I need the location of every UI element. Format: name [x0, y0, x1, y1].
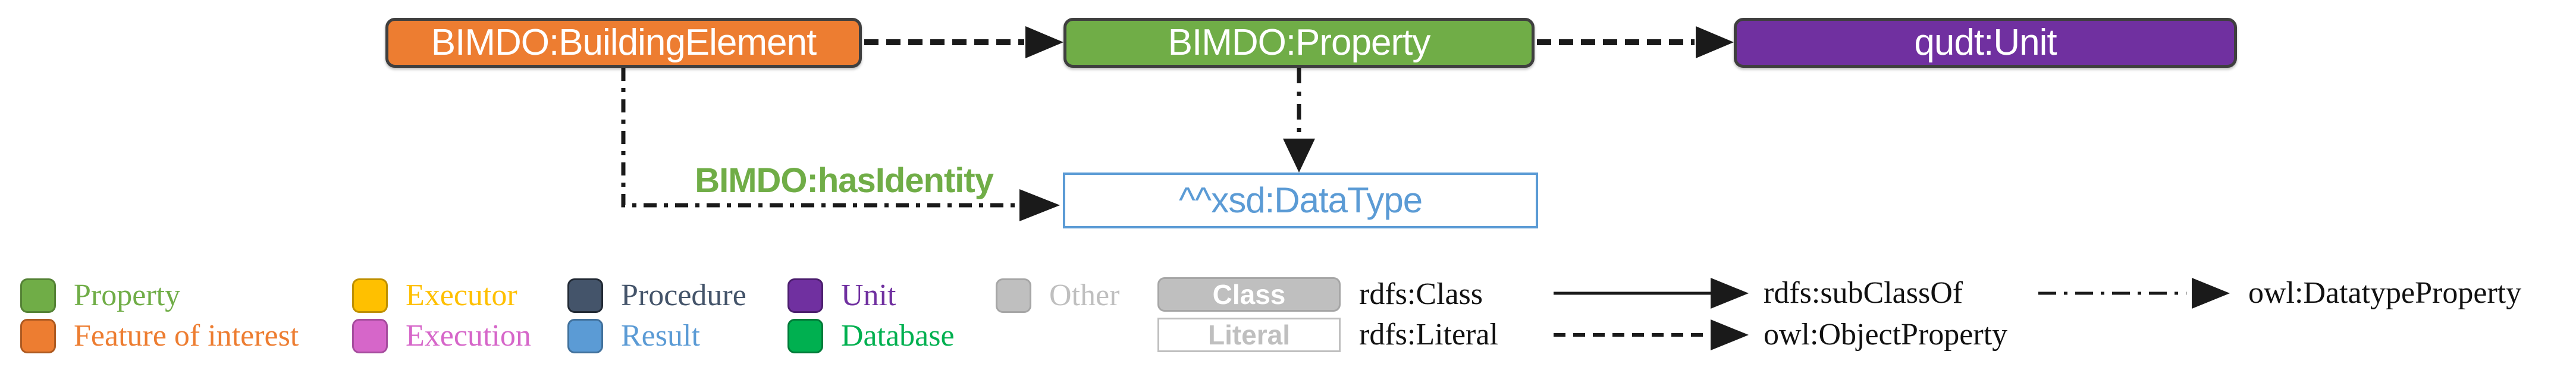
legend-label: Unit [841, 278, 896, 312]
legend-item-executor: Executor [352, 278, 517, 313]
legend-literal-label: rdfs:Literal [1359, 318, 1498, 352]
node-building-element[interactable]: BIMDO:BuildingElement [385, 18, 862, 68]
swatch-icon [20, 278, 56, 313]
legend-label: Feature of interest [74, 319, 299, 353]
arrowhead-icon [1711, 319, 1749, 350]
swatch-icon [996, 278, 1031, 313]
legend-item-unit: Unit [787, 278, 896, 313]
legend-item-database: Database [787, 319, 955, 353]
legend-literal-box: Literal [1157, 318, 1341, 352]
node-xsd-datatype[interactable]: ^^xsd:DataType [1063, 173, 1538, 228]
legend-class-label: rdfs:Class [1359, 277, 1483, 311]
legend-class-box: Class [1157, 277, 1341, 312]
edge-label-has-identity: BIMDO:hasIdentity [695, 161, 994, 200]
node-property[interactable]: BIMDO:Property [1063, 18, 1535, 68]
legend-label: Property [74, 278, 181, 312]
legend-item-procedure: Procedure [567, 278, 746, 313]
legend-datatypeproperty-label: owl:DatatypeProperty [2248, 276, 2522, 310]
legend-label: Result [621, 319, 700, 353]
legend-objectproperty-label: owl:ObjectProperty [1764, 318, 2008, 352]
legend-item-feature-of-interest: Feature of interest [20, 319, 299, 353]
legend-label: Other [1049, 278, 1120, 312]
arrowhead-icon [2192, 278, 2230, 309]
arrowhead-icon [1283, 139, 1315, 173]
swatch-icon [787, 278, 823, 313]
arrowhead-icon [1019, 189, 1060, 221]
legend-item-property: Property [20, 278, 180, 313]
swatch-icon [20, 319, 56, 353]
swatch-icon [352, 319, 388, 353]
swatch-icon [567, 278, 603, 313]
legend-item-result: Result [567, 319, 700, 353]
arrowhead-icon [1696, 26, 1734, 58]
legend-label: Execution [406, 319, 531, 353]
legend-label: Executor [406, 278, 517, 312]
legend-label: Database [841, 319, 955, 353]
legend-item-execution: Execution [352, 319, 531, 353]
swatch-icon [787, 319, 823, 353]
arrowhead-icon [1025, 26, 1063, 58]
legend-item-other: Other [996, 278, 1119, 313]
legend-label: Procedure [621, 278, 746, 312]
node-qudt-unit[interactable]: qudt:Unit [1734, 18, 2237, 68]
arrowhead-icon [1711, 278, 1749, 309]
swatch-icon [567, 319, 603, 353]
swatch-icon [352, 278, 388, 313]
legend-subclassof-label: rdfs:subClassOf [1764, 276, 1963, 310]
